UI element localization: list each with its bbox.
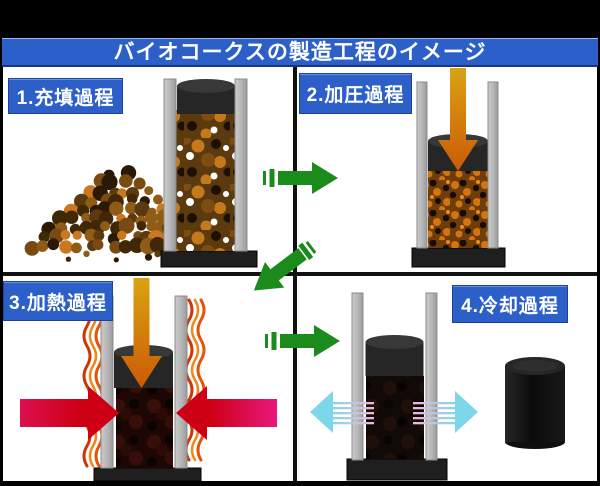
quadrant-cooling [310,292,565,481]
mold-cap [177,79,235,114]
process-arrow-3-to-4 [265,325,340,357]
step-label-heating: 3.加熱過程 [3,281,113,321]
compressed-fill [428,168,488,248]
step-label-pressing: 2.加圧過程 [299,73,412,114]
step-label-text: 2.加圧過程 [306,85,405,106]
mold-left-wall [351,292,364,461]
diagram-title-bar: バイオコークスの製造工程のイメージ [2,38,598,67]
mold-pressing [411,68,506,268]
step-label-cooling: 4.冷却過程 [452,285,568,323]
mold-heating [93,278,202,482]
process-arrow-1-to-2 [263,162,338,194]
step-label-text: 1.充填過程 [16,87,115,109]
quadrant-filling [24,78,258,268]
mold-right-wall [174,295,188,469]
cool-arrow-left-icon [310,391,374,433]
heat-arrow-right-icon [176,386,277,440]
heated-fill [116,388,173,468]
mold-left-wall [100,295,114,469]
heat-arrow-left-icon [20,386,119,440]
mold-cooling [346,292,448,481]
bio-coke-product [505,357,565,449]
mold-base [346,458,448,481]
mold-right-wall [425,292,438,461]
mold-base [411,247,506,268]
piston [365,335,424,376]
quadrant-heating [20,278,277,482]
press-arrow-icon [438,68,478,171]
mold-base [93,467,202,482]
mold-left-wall [416,81,428,249]
press-arrow-icon [121,278,162,388]
step-label-text: 4.冷却過程 [461,295,559,317]
biomass-fill [176,110,235,251]
mold-right-wall [487,81,499,249]
process-arrow-2-to-3 [253,240,317,291]
mold-base [160,250,258,268]
horizontal-divider [3,272,597,276]
cool-arrow-right-icon [413,391,478,433]
mold-filling [160,78,258,268]
step-label-text: 3.加熱過程 [9,292,107,314]
mold-left-wall [163,78,177,252]
mold-right-wall [234,78,248,252]
step-label-filling: 1.充填過程 [8,78,123,114]
quadrant-pressing [411,68,506,268]
diagram-title: バイオコークスの製造工程のイメージ [113,40,487,64]
